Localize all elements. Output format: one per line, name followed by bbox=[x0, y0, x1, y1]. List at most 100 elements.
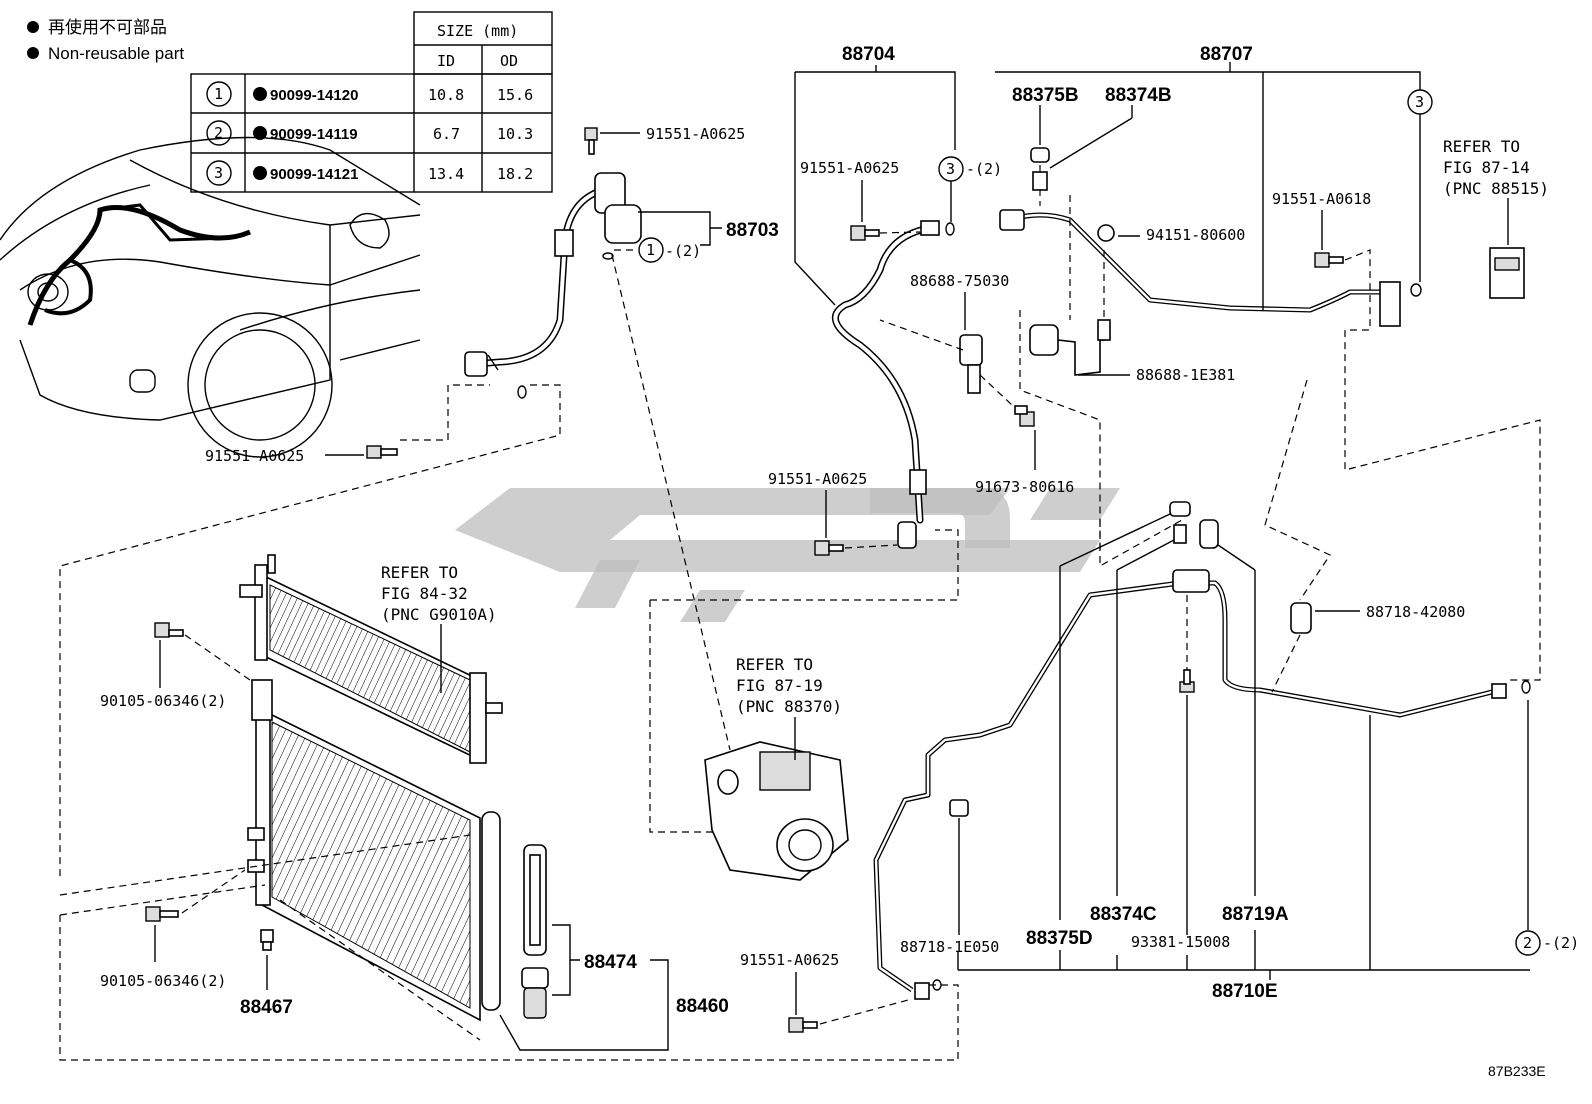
label-88703-group: 88703 1 -(2) bbox=[614, 211, 779, 263]
label-90105-06346: 90105-06346(2) bbox=[100, 972, 226, 990]
dryer-88474: 88474 88460 bbox=[499, 844, 729, 1051]
svg-text:1: 1 bbox=[214, 85, 223, 103]
label-88710e: 88710E bbox=[1212, 981, 1278, 1002]
svg-text:(PNC 88515): (PNC 88515) bbox=[1443, 179, 1549, 198]
grommet-94151-80600: 94151-80600 bbox=[1097, 224, 1245, 244]
svg-text:6.7: 6.7 bbox=[433, 125, 460, 143]
leader-dashed bbox=[279, 899, 481, 1041]
leader-dashed bbox=[59, 915, 959, 1061]
table-row: 2 90099-14119 6.7 10.3 bbox=[206, 120, 533, 146]
label-94151-80600: 94151-80600 bbox=[1146, 226, 1245, 244]
svg-text:10.3: 10.3 bbox=[497, 125, 533, 143]
size-table-col-od: OD bbox=[500, 52, 518, 70]
svg-text:-(2): -(2) bbox=[966, 160, 1002, 178]
svg-text:18.2: 18.2 bbox=[497, 165, 533, 183]
svg-text:-(2): -(2) bbox=[1543, 934, 1579, 952]
label-88718-1e050: 88718-1E050 bbox=[900, 938, 999, 956]
svg-text:REFER TO: REFER TO bbox=[381, 563, 458, 582]
table-part-number: 90099-14119 bbox=[270, 126, 358, 143]
label-88688-75030: 88688-75030 bbox=[910, 272, 1009, 290]
leader-dashed bbox=[59, 834, 471, 896]
pipe-88707: 88707 3 bbox=[995, 44, 1433, 327]
table-part-number: 90099-14120 bbox=[270, 87, 358, 104]
bolt-91551-a0625-left: 91551-A0625 bbox=[59, 384, 561, 878]
bolt-90105-06346-upper: 90105-06346(2) bbox=[100, 622, 251, 710]
radiator-core: REFER TO FIG 84-32 (PNC G9010A) bbox=[239, 554, 503, 764]
svg-text:REFER TO: REFER TO bbox=[736, 655, 813, 674]
label-91551-a0625: 91551-A0625 bbox=[800, 159, 899, 177]
bolt-91673-80616: 91673-80616 bbox=[975, 374, 1074, 496]
bolt-90105-06346-lower: 90105-06346(2) bbox=[100, 869, 246, 990]
label-93381-15008: 93381-15008 bbox=[1131, 933, 1230, 951]
non-reusable-dot-icon bbox=[253, 166, 267, 180]
svg-text:3: 3 bbox=[214, 164, 223, 182]
leader-dashed bbox=[1099, 519, 1183, 568]
non-reusable-dot-icon bbox=[253, 87, 267, 101]
legend-en: Non-reusable part bbox=[48, 44, 184, 63]
svg-text:10.8: 10.8 bbox=[428, 86, 464, 104]
circle-number-1-icon bbox=[206, 81, 232, 107]
bolt-91551-a0625-bottom: 91551-A0625 bbox=[740, 951, 909, 1033]
bolt-91551-a0625-mid: 91551-A0625 bbox=[800, 159, 921, 241]
bolt-91551-a0625-top: 91551-A0625 bbox=[584, 125, 745, 155]
clamp-88718-1e050: 88718-1E050 bbox=[900, 818, 999, 956]
figure-code: 87B233E bbox=[1488, 1063, 1546, 1079]
circle-number-3-icon bbox=[206, 160, 232, 186]
label-91551-a0625: 91551-A0625 bbox=[740, 951, 839, 969]
clamp-88718-42080: 88718-42080 bbox=[1264, 379, 1465, 693]
condenser-88460 bbox=[247, 679, 501, 1022]
svg-text:1: 1 bbox=[646, 241, 655, 259]
svg-text:(PNC G9010A): (PNC G9010A) bbox=[381, 605, 497, 624]
label-88688-1e381: 88688-1E381 bbox=[1136, 366, 1235, 384]
circle-number-2-icon bbox=[1515, 930, 1541, 956]
label-91551-a0625: 91551-A0625 bbox=[646, 125, 745, 143]
label-88704: 88704 bbox=[842, 44, 895, 65]
valve-core-88374b: 88374B bbox=[1032, 85, 1172, 191]
table-part-number: 90099-14121 bbox=[270, 166, 358, 183]
size-table-col-id: ID bbox=[437, 52, 455, 70]
svg-text:2: 2 bbox=[1523, 934, 1532, 952]
svg-text:FIG 84-32: FIG 84-32 bbox=[381, 584, 468, 603]
label-88374b: 88374B bbox=[1105, 85, 1172, 106]
svg-text:REFER TO: REFER TO bbox=[1443, 137, 1520, 156]
label-88474: 88474 bbox=[584, 952, 637, 973]
label-88375b: 88375B bbox=[1012, 85, 1079, 106]
label-88467: 88467 bbox=[240, 997, 293, 1018]
legend: 再使用不可部品 Non-reusable part bbox=[27, 17, 184, 63]
svg-text:15.6: 15.6 bbox=[497, 86, 533, 104]
svg-text:3: 3 bbox=[1415, 93, 1424, 111]
svg-text:(PNC 88370): (PNC 88370) bbox=[736, 697, 842, 716]
legend-jp: 再使用不可部品 bbox=[48, 17, 167, 37]
non-reusable-dot-icon bbox=[27, 21, 39, 33]
leader-dashed bbox=[59, 884, 266, 916]
non-reusable-dot-icon bbox=[253, 126, 267, 140]
table-row: 3 90099-14121 13.4 18.2 bbox=[206, 160, 533, 186]
label-88710e-group: 88710E 2 -(2) bbox=[957, 700, 1579, 1002]
label-91551-a0625: 91551-A0625 bbox=[205, 447, 304, 465]
valve-core-88374c: 88374C bbox=[1090, 524, 1187, 925]
svg-text:-(2): -(2) bbox=[665, 242, 701, 260]
clamp-88688-75030: 88688-75030 bbox=[879, 272, 1009, 394]
table-row: 1 90099-14120 10.8 15.6 bbox=[206, 81, 533, 107]
bolt-91551-a0618: 91551-A0618 bbox=[1272, 190, 1541, 681]
switch-88719a: 88719A bbox=[1199, 519, 1289, 925]
size-table: SIZE (mm) ID OD 1 90099-14120 10.8 15.6 … bbox=[190, 11, 553, 193]
label-88374c: 88374C bbox=[1090, 904, 1157, 925]
pipe-88710e bbox=[873, 569, 1531, 1000]
svg-text:FIG 87-19: FIG 87-19 bbox=[736, 676, 823, 695]
circle-number-1-icon bbox=[638, 237, 664, 263]
vehicle-location-sketch bbox=[0, 136, 421, 458]
label-90105-06346: 90105-06346(2) bbox=[100, 692, 226, 710]
bolt-93381-15008: 93381-15008 bbox=[1131, 595, 1230, 951]
svg-text:13.4: 13.4 bbox=[428, 165, 464, 183]
label-88718-42080: 88718-42080 bbox=[1366, 603, 1465, 621]
watermark-logo bbox=[455, 488, 1120, 622]
cushion-88467: 88467 bbox=[240, 929, 293, 1018]
size-table-title: SIZE (mm) bbox=[437, 22, 518, 40]
non-reusable-dot-icon bbox=[27, 47, 39, 59]
compressor: REFER TO FIG 87-19 (PNC 88370) bbox=[611, 254, 959, 881]
label-88707: 88707 bbox=[1200, 44, 1253, 65]
valve-88375d: 88375D bbox=[1026, 501, 1191, 949]
